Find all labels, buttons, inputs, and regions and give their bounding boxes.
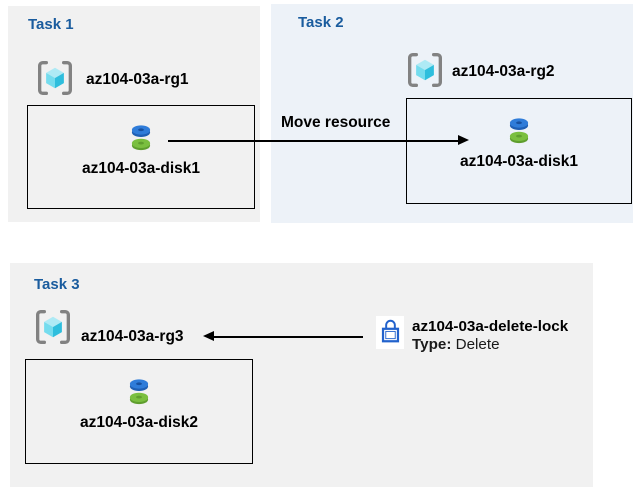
task2-panel: Task 2 az104-03a-rg2 (271, 4, 633, 223)
delete-lock-name: az104-03a-delete-lock (412, 318, 569, 335)
delete-lock-arrow-line (214, 336, 363, 338)
delete-lock-chip (376, 316, 404, 349)
move-resource-arrow-line (168, 140, 459, 142)
task3-panel: Task 3 az104-03a-rg3 (10, 263, 593, 487)
task1-panel: Task 1 az104-03a-rg1 (8, 6, 260, 222)
task1-disk-label: az104-03a-disk1 (81, 160, 201, 177)
move-resource-label: Move resource (281, 114, 391, 131)
resource-group-icon (35, 58, 75, 98)
task1-resource-group-label: az104-03a-rg1 (86, 71, 189, 88)
task1-title: Task 1 (28, 16, 74, 33)
task2-resource-group-label: az104-03a-rg2 (452, 63, 555, 80)
delete-lock-arrow-head (203, 331, 214, 341)
disk-icon (121, 375, 157, 407)
task3-disk-label: az104-03a-disk2 (79, 414, 199, 431)
resource-group-icon (405, 50, 445, 90)
task1-resource-box: az104-03a-disk1 (27, 105, 255, 209)
task2-disk-label: az104-03a-disk1 (459, 153, 579, 170)
delete-lock-type-value: Delete (455, 336, 500, 353)
move-resource-arrow-head (458, 135, 469, 145)
task2-resource-box: az104-03a-disk1 (406, 98, 632, 204)
task3-title: Task 3 (34, 276, 80, 293)
delete-lock-text: az104-03a-delete-lock Type: Delete (412, 318, 568, 354)
task2-title: Task 2 (298, 14, 344, 31)
delete-lock-type-label: Type: (412, 336, 452, 353)
delete-lock-type: Type: Delete (412, 336, 568, 354)
disk-icon (123, 121, 159, 153)
lock-icon (380, 317, 401, 349)
task3-resource-box: az104-03a-disk2 (25, 359, 253, 464)
task3-resource-group-label: az104-03a-rg3 (81, 328, 184, 345)
resource-group-icon (33, 307, 73, 347)
disk-icon (501, 114, 537, 146)
